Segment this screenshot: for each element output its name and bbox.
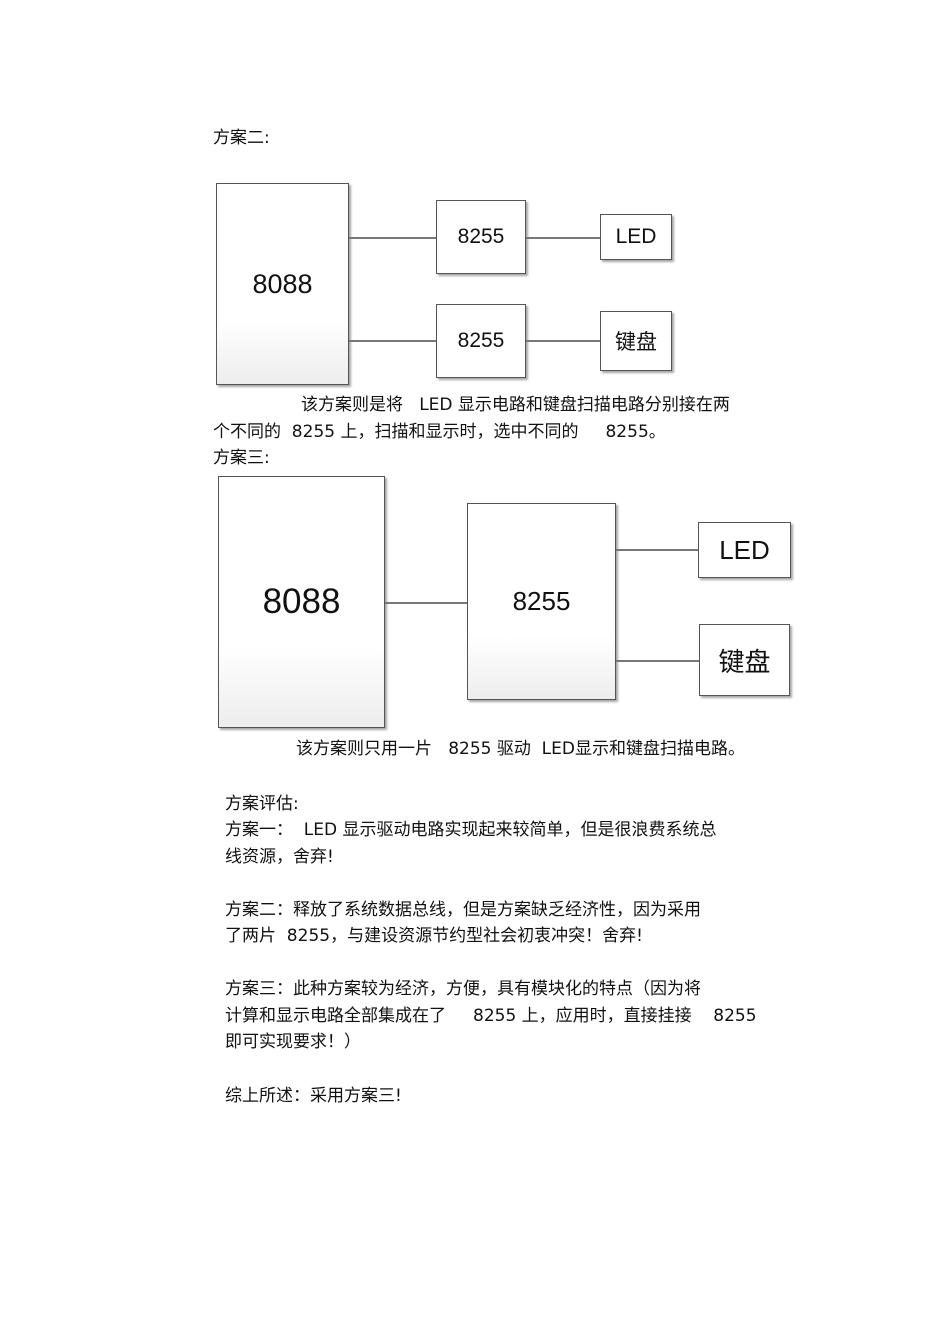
evaluation-scheme3-line3: 即可实现要求！）	[225, 1032, 361, 1052]
evaluation-conclusion: 综上所述：采用方案三!	[225, 1086, 402, 1106]
scheme2-keyboard-block: 键盘	[600, 311, 672, 371]
scheme2-bus-line-bottom	[349, 340, 436, 342]
scheme2-led-label: LED	[615, 225, 657, 248]
scheme2-ppi-top-label: 8255	[457, 225, 505, 248]
scheme2-ppi-8255-bottom: 8255	[436, 304, 526, 378]
evaluation-heading: 方案评估:	[225, 794, 299, 814]
evaluation-scheme3-line1: 方案三：此种方案较为经济，方便，具有模块化的特点（因为将	[225, 979, 701, 999]
scheme3-bus-line	[385, 602, 467, 604]
scheme3-description: 该方案则只用一片 8255 驱动 LED显示和键盘扫描电路。	[296, 739, 745, 759]
scheme3-keyboard-label: 键盘	[718, 646, 771, 677]
scheme2-cpu-8088-block: 8088	[216, 183, 349, 385]
evaluation-scheme2-line2: 了两片 8255，与建设资源节约型社会初衷冲突！舍弃!	[225, 926, 643, 946]
scheme2-ppi-bottom-label: 8255	[457, 329, 505, 352]
evaluation-scheme1-line2: 线资源，舍弃!	[225, 847, 334, 867]
scheme3-led-label: LED	[719, 534, 770, 565]
scheme2-description-line1: 该方案则是将 LED 显示电路和键盘扫描电路分别接在两	[301, 395, 730, 415]
evaluation-scheme1-line1: 方案一： LED 显示驱动电路实现起来较简单，但是很浪费系统总	[225, 820, 717, 840]
scheme2-cpu-label: 8088	[252, 268, 313, 299]
scheme3-led-block: LED	[698, 522, 791, 578]
scheme2-description-line2: 个不同的 8255 上，扫描和显示时，选中不同的 8255。	[213, 422, 666, 442]
scheme2-heading: 方案二:	[213, 128, 270, 148]
scheme2-led-line	[526, 237, 600, 239]
scheme3-keyboard-line	[616, 660, 699, 662]
evaluation-scheme2-line1: 方案二：释放了系统数据总线，但是方案缺乏经济性，因为采用	[225, 900, 701, 920]
scheme3-heading: 方案三:	[213, 448, 270, 468]
scheme2-keyboard-label: 键盘	[615, 331, 657, 354]
evaluation-scheme3-line2: 计算和显示电路全部集成在了 8255 上，应用时，直接挂接 8255	[225, 1006, 757, 1026]
scheme2-led-block: LED	[600, 214, 672, 260]
scheme2-keyboard-line	[526, 340, 600, 342]
scheme3-keyboard-block: 键盘	[699, 624, 790, 696]
scheme3-ppi-8255-block: 8255	[467, 503, 616, 700]
scheme2-ppi-8255-top: 8255	[436, 200, 526, 274]
scheme3-cpu-label: 8088	[262, 582, 341, 621]
scheme2-bus-line-top	[349, 237, 436, 239]
scheme3-ppi-label: 8255	[512, 586, 571, 616]
scheme3-cpu-8088-block: 8088	[218, 476, 385, 728]
scheme3-led-line	[616, 549, 698, 551]
